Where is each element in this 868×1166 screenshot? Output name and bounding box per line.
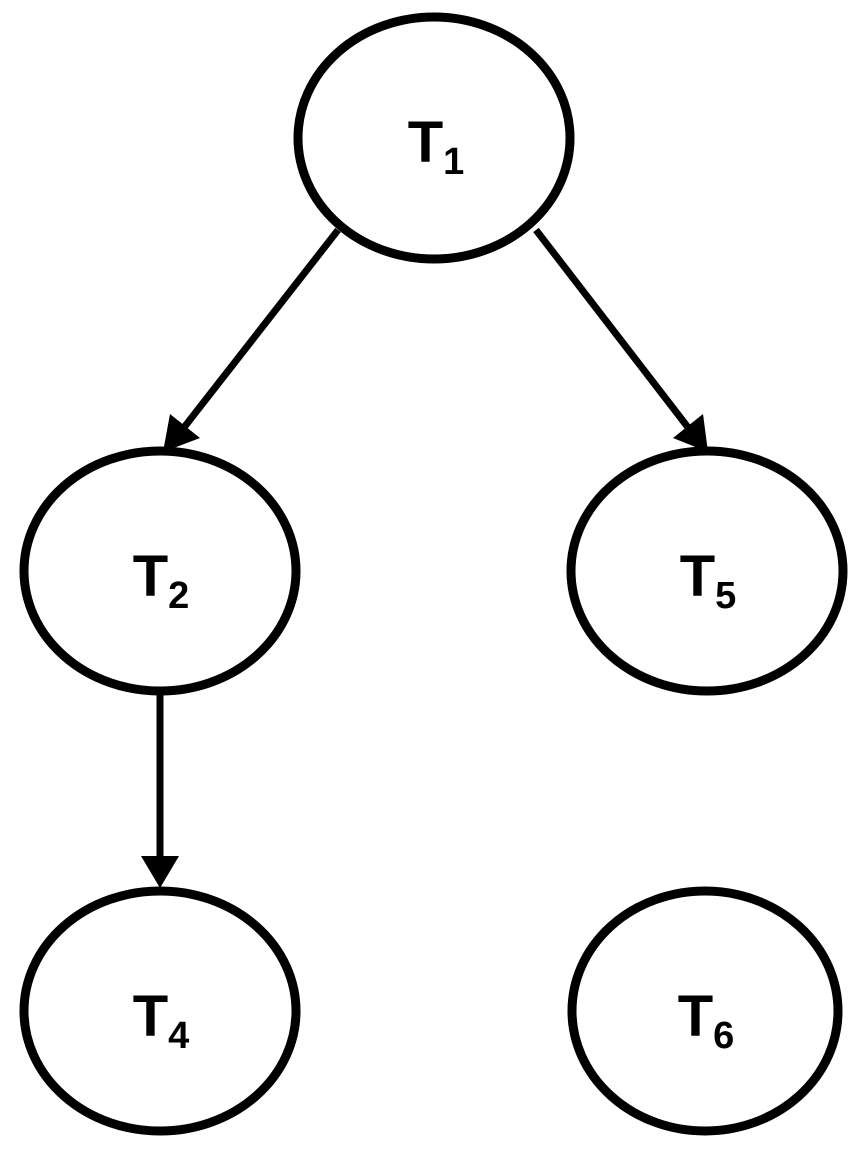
node-t1-label: T1 [408,110,465,183]
node-t1-letter: T [408,110,443,175]
node-t2-letter: T [133,544,168,609]
node-t5-ellipse [566,446,848,696]
edges [141,227,708,888]
edge-t1-to-t2 [163,227,341,452]
node-t2[interactable]: T2 [19,446,301,696]
node-t5-subscript: 5 [715,575,736,617]
nodes: T1 T2 T5 T4 T6 [19,12,848,1136]
node-t6-letter: T [678,984,713,1049]
node-t6-subscript: 6 [713,1015,734,1057]
node-t4-subscript: 4 [168,1015,189,1057]
node-t2-ellipse [19,446,301,696]
node-t2-subscript: 2 [168,575,189,617]
arrowhead-t2-t4 [141,856,179,888]
edge-t1-to-t5 [533,227,708,452]
arrowhead-t1-t2 [163,414,200,452]
node-t5-letter: T [680,544,715,609]
node-t1-subscript: 1 [443,141,464,183]
node-t6[interactable]: T6 [567,886,843,1136]
node-t1[interactable]: T1 [293,12,575,264]
node-t6-label: T6 [678,984,735,1057]
node-t4-letter: T [133,984,168,1049]
arrowhead-t1-t5 [673,414,708,452]
node-t2-label: T2 [133,544,190,617]
node-t4-label: T4 [133,984,190,1057]
node-t6-ellipse [567,886,843,1136]
node-t1-ellipse [293,12,575,264]
node-t4-ellipse [19,886,301,1136]
node-t4[interactable]: T4 [19,886,301,1136]
node-t5[interactable]: T5 [566,446,848,696]
edge-t2-to-t4 [141,694,179,888]
node-t5-label: T5 [680,544,737,617]
